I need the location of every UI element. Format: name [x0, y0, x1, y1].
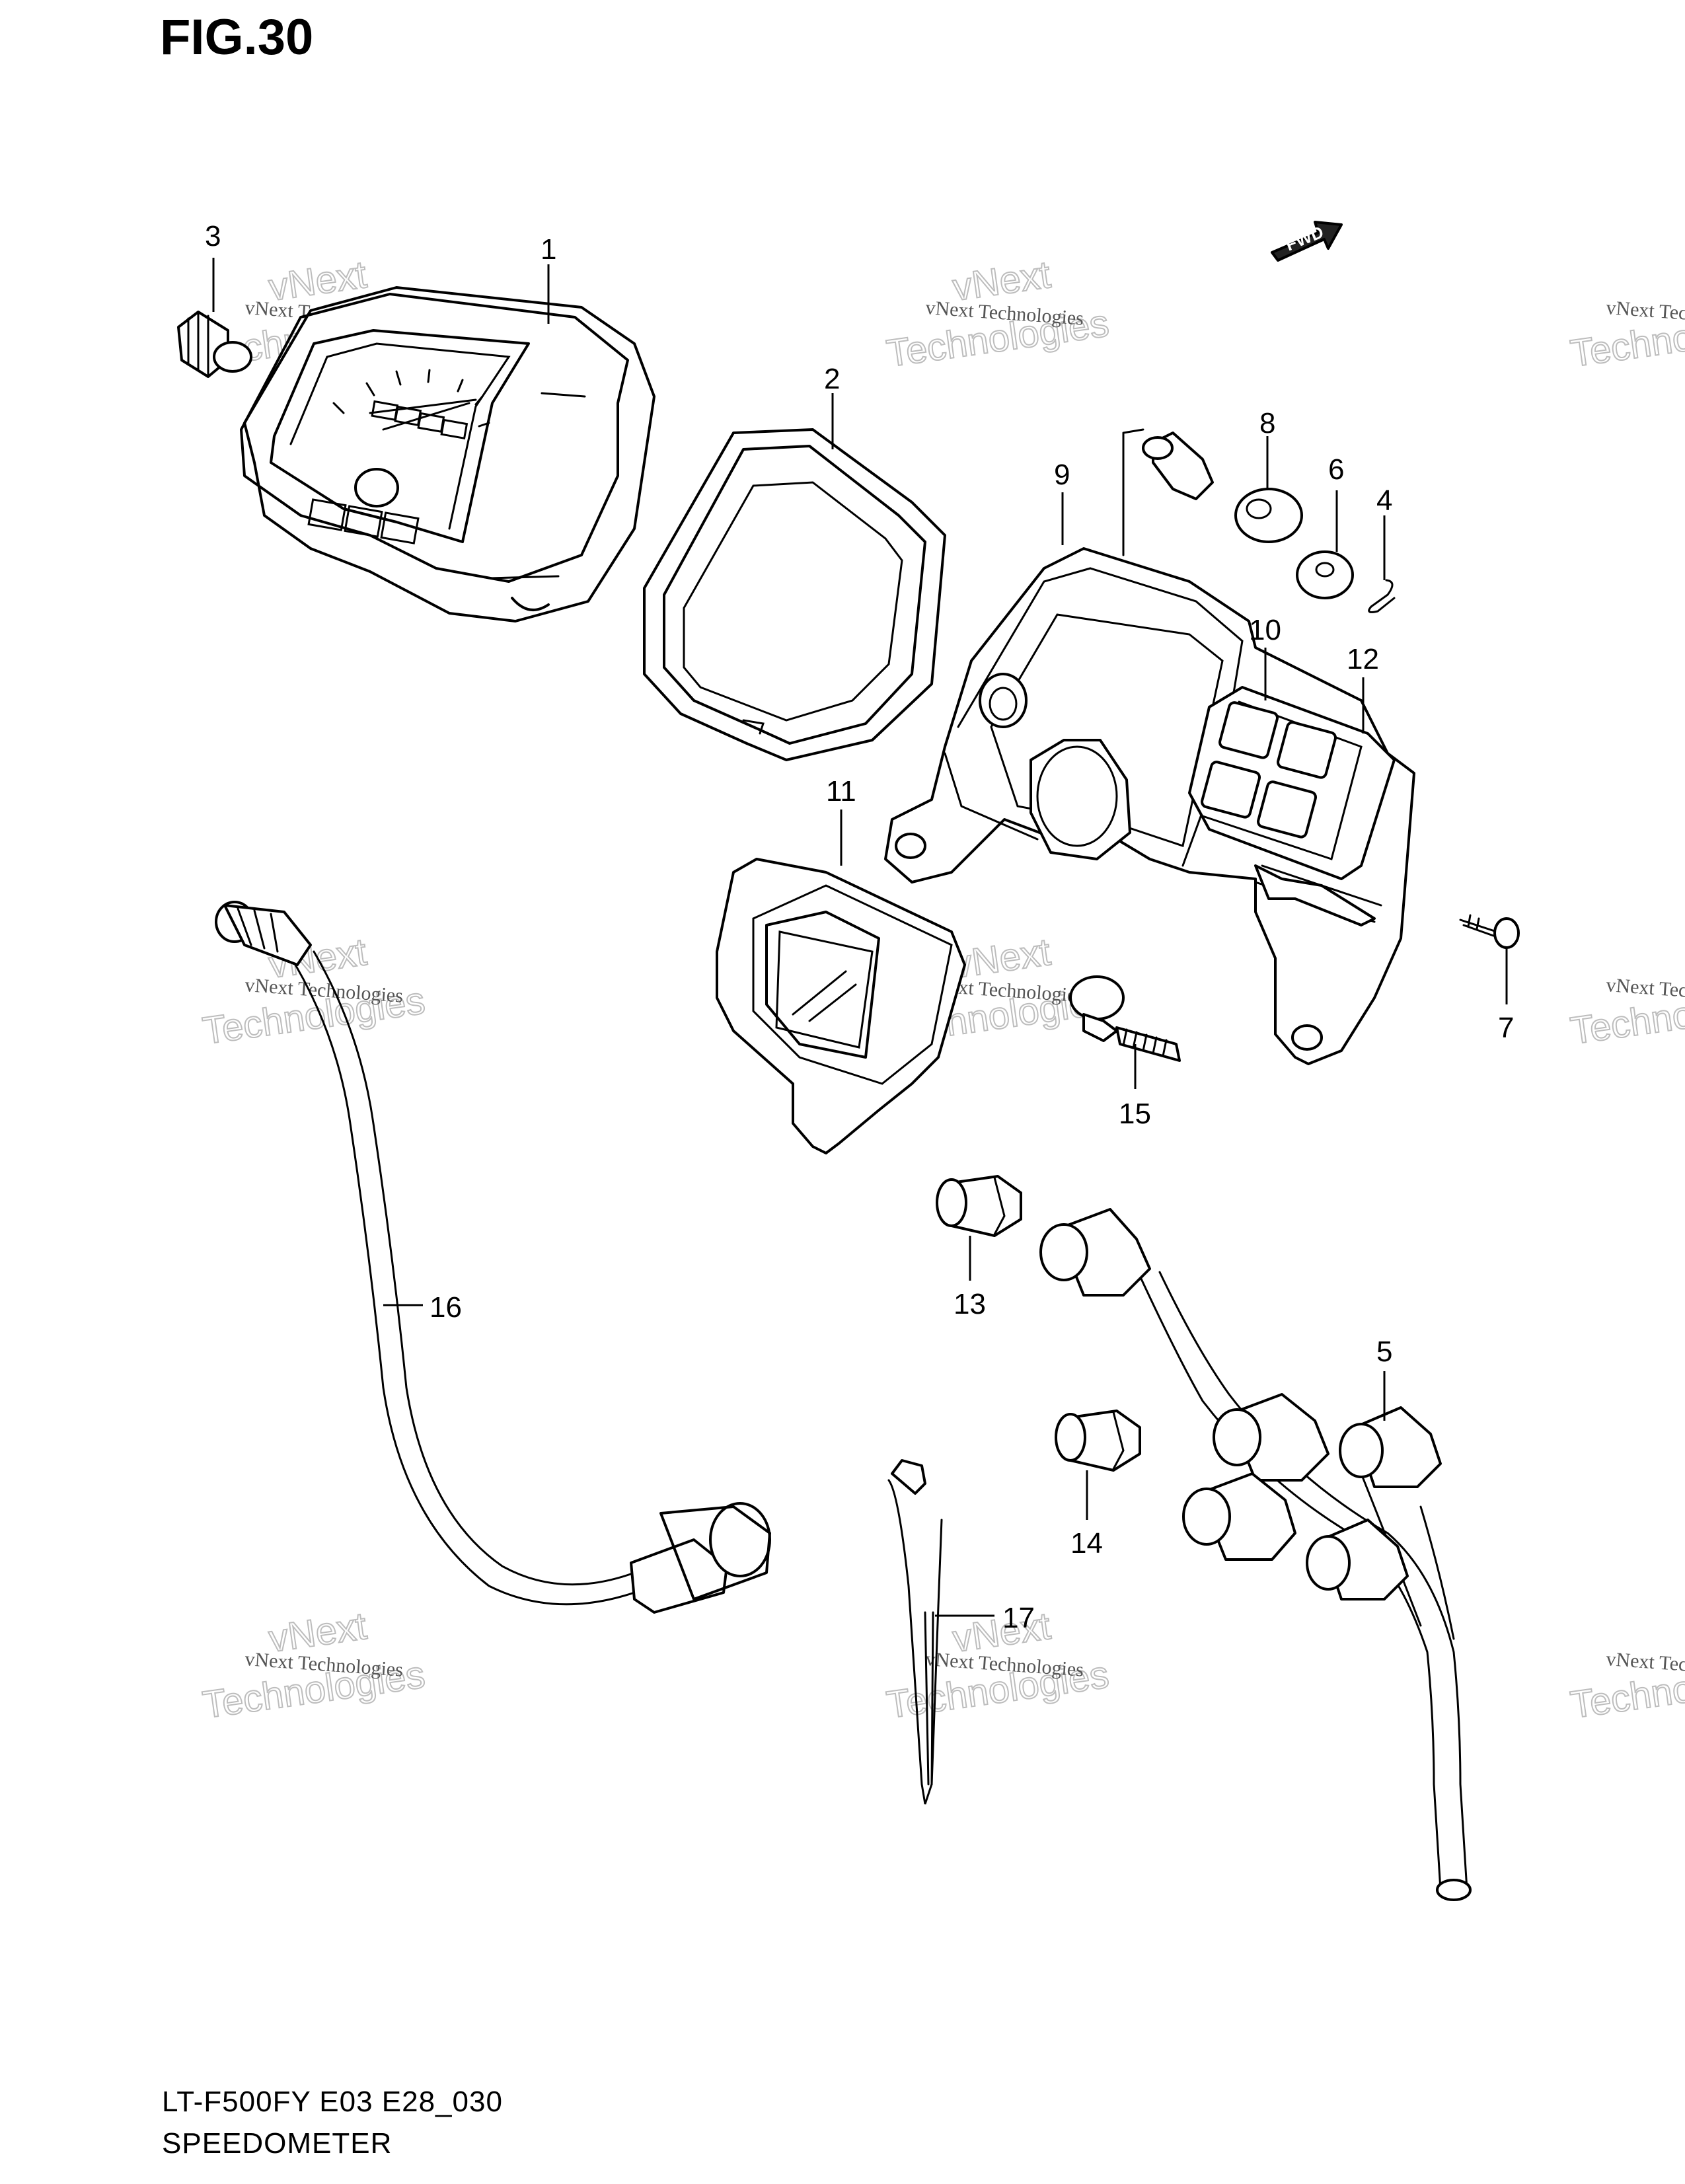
part-16-speedometer-cable [215, 901, 771, 1614]
callout-8: 8 [1259, 407, 1275, 439]
footer-section-name: SPEEDOMETER [162, 2127, 392, 2160]
callout-13: 13 [954, 1288, 986, 1320]
callout-9: 9 [1054, 459, 1070, 491]
fwd-arrow-icon: FWD [1271, 221, 1343, 262]
part-5-socket-harness [1039, 1208, 1472, 1901]
part-10-indicator-panel [1188, 686, 1396, 880]
callout-6: 6 [1328, 453, 1344, 486]
footer-model-code: LT-F500FY E03 E28_030 [162, 2086, 503, 2118]
callout-16: 16 [430, 1291, 462, 1324]
callout-17: 17 [1002, 1602, 1035, 1634]
callout-labels: 3 1 2 9 8 6 4 10 12 11 7 15 13 5 14 16 1… [205, 220, 1514, 1634]
leader-lines [212, 258, 1508, 1617]
callout-5: 5 [1376, 1336, 1392, 1368]
callout-15: 15 [1119, 1098, 1151, 1130]
part-7-screw [1459, 914, 1520, 949]
part-6-washer [1296, 550, 1354, 599]
fwd-label: FWD [1283, 222, 1326, 255]
callout-7: 7 [1498, 1012, 1514, 1044]
figure-title: FIG.30 [160, 9, 313, 65]
part-13-bulb [936, 1175, 1022, 1237]
callout-10: 10 [1249, 614, 1281, 646]
part-9-meter-case [884, 547, 1415, 1065]
callout-12: 12 [1347, 643, 1379, 675]
part-11-lens-bracket [716, 858, 966, 1154]
callout-11: 11 [826, 775, 856, 808]
part-15-bolt [1069, 975, 1181, 1062]
callout-2: 2 [824, 363, 840, 395]
callout-1: 1 [541, 233, 556, 266]
part-2-lens-gasket [643, 428, 946, 761]
part-17-cable-tie [887, 1459, 943, 1805]
callout-3: 3 [205, 220, 221, 252]
part-14-bulb [1055, 1410, 1141, 1472]
callout-14: 14 [1070, 1527, 1103, 1560]
part-8-grommet [1122, 428, 1303, 556]
part-4-clip [1368, 579, 1396, 613]
part-3-reset-knob [177, 311, 252, 378]
part-1-speedometer [240, 286, 655, 622]
callout-4: 4 [1376, 484, 1392, 517]
